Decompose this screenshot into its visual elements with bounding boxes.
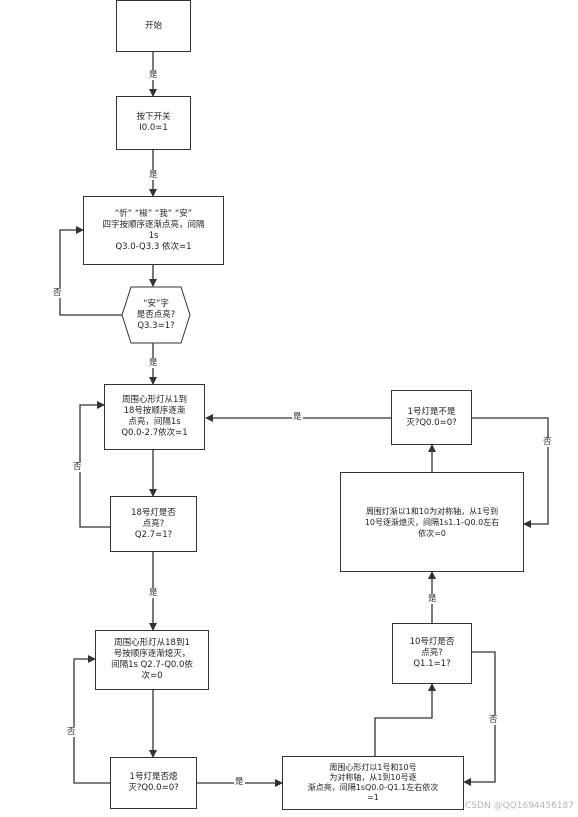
- lamp18-decision: 18号灯是否 点亮? Q2.7=1?: [110, 496, 197, 552]
- watermark: CSDN @QQ1694456187: [465, 801, 574, 811]
- symmetric-off-node: 周围灯渐以1和10为对称轴，从1号到 10号逐渐熄灭，间隔1s1.1-Q0.0左…: [340, 472, 524, 572]
- lamp1-not-off-decision: 1号灯是不是 灭?Q0.0=0?: [391, 390, 472, 445]
- yes-label-q1off: 是: [234, 777, 245, 787]
- edge-symon-q10: [374, 683, 436, 756]
- no-label-q1not: 否: [542, 437, 553, 447]
- lamp10-decision: 10号灯是否 点亮? Q1.1=1?: [392, 623, 472, 684]
- heart-on-node: 周围心形灯从1到 18号按顺序逐渐 点亮，间隔1s Q0.0-2.7依次=1: [104, 384, 205, 450]
- symmetric-on-node: 周围心形灯以1号和10号 为对称轴，从1到10号逐 渐点亮，间隔1sQ0.0-Q…: [282, 756, 464, 810]
- no-label-q10: 否: [488, 715, 499, 725]
- yes-label-q1not: 是: [292, 412, 303, 422]
- lamp1-off-decision: 1号灯是否熄 灭?Q0.0=0?: [110, 757, 197, 809]
- press-switch-node: 按下开关 I0.0=1: [116, 96, 191, 150]
- no-label-q18: 否: [72, 462, 83, 472]
- start-node: 开始: [116, 0, 191, 52]
- edge-q1not-no-loop: [472, 417, 549, 528]
- decision-hexagon-shape: [121, 286, 191, 344]
- edge-q1off-no-loop: [73, 655, 110, 784]
- no-label-q1off: 否: [66, 727, 77, 737]
- edge-qan-no-loop: [59, 226, 122, 316]
- yes-label-q10: 是: [427, 594, 438, 604]
- chars-light-node: “忻” “椒” “我” “安” 四字按顺序逐渐点亮，间隔 1s Q3.0-Q3.…: [83, 196, 224, 265]
- an-char-lit-decision: “安”字 是否点亮? Q3.3=1?: [136, 298, 176, 331]
- yes-label-qan: 是: [148, 358, 159, 368]
- yes-label-start: 是: [148, 70, 159, 80]
- yes-label-press: 是: [148, 170, 159, 180]
- yes-label-q18: 是: [148, 588, 159, 598]
- no-label-qan: 否: [52, 288, 63, 298]
- heart-off-node: 周围心形灯从18到1 号按顺序逐渐熄灭， 间隔1s Q2.7-Q0.0依 次=0: [95, 630, 209, 690]
